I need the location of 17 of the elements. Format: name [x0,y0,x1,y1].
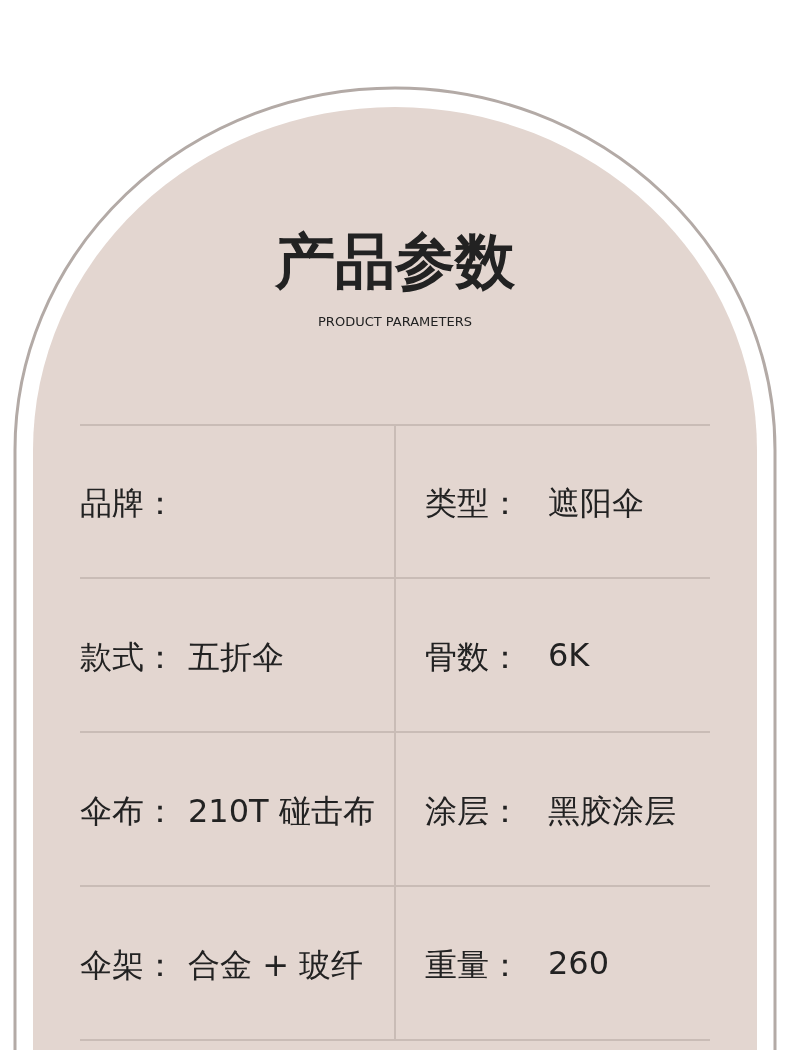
field-value: 6K [548,636,590,674]
field-label: 重量： [425,945,521,986]
subtitle: PRODUCT PARAMETERS [318,314,472,329]
field-value: 260 [548,944,610,982]
field-value: 遮阳伞 [548,483,644,524]
field-value: 五折伞 [188,637,284,678]
field-label: 伞布： [80,791,176,832]
field-value: 合金 + 玻纤 [188,945,364,986]
field-label: 骨数： [425,637,521,678]
field-label: 品牌： [80,483,176,524]
page-title: 产品参数 [275,225,515,298]
field-label: 款式： [80,637,176,678]
field-label: 类型： [425,483,521,524]
field-label: 涂层： [425,791,521,832]
field-value: 黑胶涂层 [548,791,676,832]
field-value: 210T 碰击布 [188,791,375,832]
field-label: 伞架： [80,945,176,986]
